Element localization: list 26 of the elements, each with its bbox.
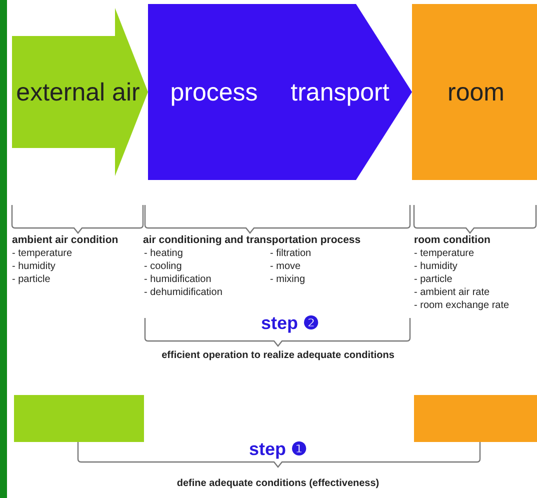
step-label: step ❷ bbox=[261, 312, 319, 334]
list-item: - particle bbox=[414, 274, 452, 285]
list-item: - humidity bbox=[12, 261, 56, 272]
list-item: - mixing bbox=[270, 274, 306, 285]
list-item: - move bbox=[270, 261, 301, 272]
list-item: - filtration bbox=[270, 248, 312, 259]
step-description: define adequate conditions (effectiveness) bbox=[176, 478, 380, 489]
block-label: external air bbox=[16, 78, 140, 108]
list-item: - temperature bbox=[12, 248, 72, 259]
list-item: - dehumidification bbox=[144, 287, 222, 298]
step-description: efficient operation to realize adequate conditions bbox=[162, 350, 394, 361]
list-item: - room exchange rate bbox=[414, 300, 510, 311]
list-item: - temperature bbox=[414, 248, 474, 259]
block-label: transport bbox=[290, 78, 390, 108]
list-item: - cooling bbox=[144, 261, 182, 272]
block-label: process bbox=[170, 78, 258, 108]
step-label: step ❶ bbox=[249, 438, 307, 460]
list-item: - humidity bbox=[414, 261, 458, 272]
list-item: - humidification bbox=[144, 274, 212, 285]
list-item: - particle bbox=[12, 274, 50, 285]
section-heading: ambient air condition bbox=[12, 234, 118, 246]
section-heading: air conditioning and transportation process bbox=[143, 234, 361, 246]
list-item: - heating bbox=[144, 248, 183, 259]
block-label: room bbox=[448, 78, 504, 108]
list-item: - ambient air rate bbox=[414, 287, 490, 298]
section-heading: room condition bbox=[414, 234, 490, 246]
